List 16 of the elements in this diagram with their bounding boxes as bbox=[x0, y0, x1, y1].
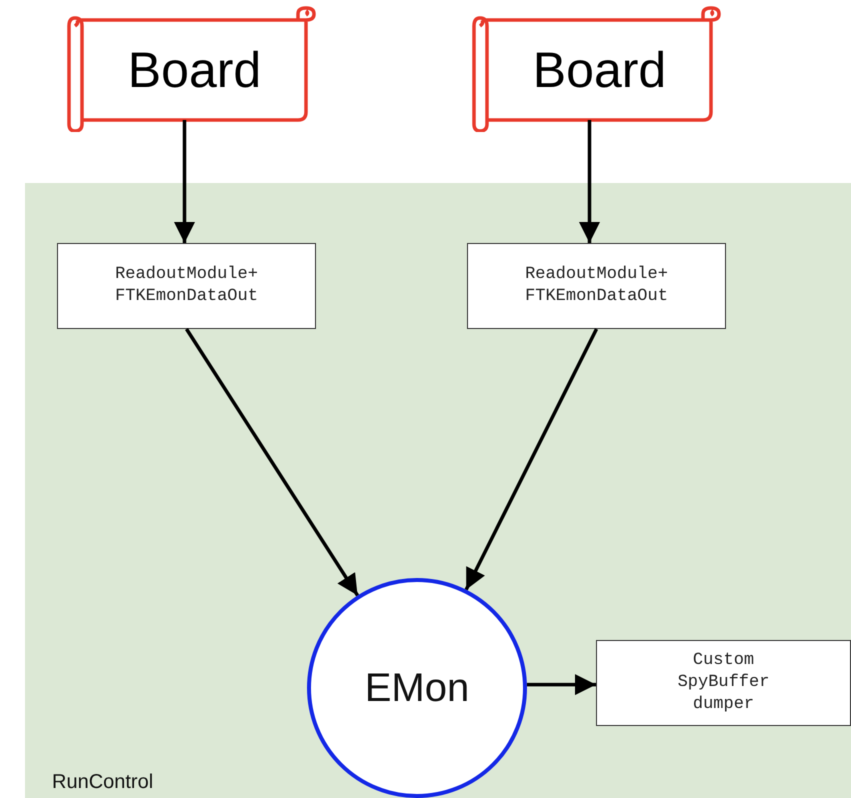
group-panel bbox=[25, 183, 851, 798]
node-title: Board bbox=[532, 41, 666, 99]
process-box bbox=[596, 640, 851, 726]
node-label: Custom SpyBuffer dumper bbox=[678, 650, 770, 716]
node-label: ReadoutModule+ FTKEmonDataOut bbox=[525, 264, 668, 308]
arrow bbox=[579, 120, 600, 243]
node-title: Board bbox=[128, 41, 262, 99]
node-label: EMon bbox=[364, 666, 470, 710]
process-box bbox=[467, 243, 726, 329]
group-label: RunControl bbox=[52, 771, 154, 794]
arrow bbox=[185, 328, 360, 596]
arrow bbox=[174, 120, 195, 243]
arrow bbox=[526, 674, 596, 696]
arrow bbox=[464, 328, 598, 590]
process-box bbox=[57, 243, 316, 329]
node-label: ReadoutModule+ FTKEmonDataOut bbox=[115, 264, 258, 308]
